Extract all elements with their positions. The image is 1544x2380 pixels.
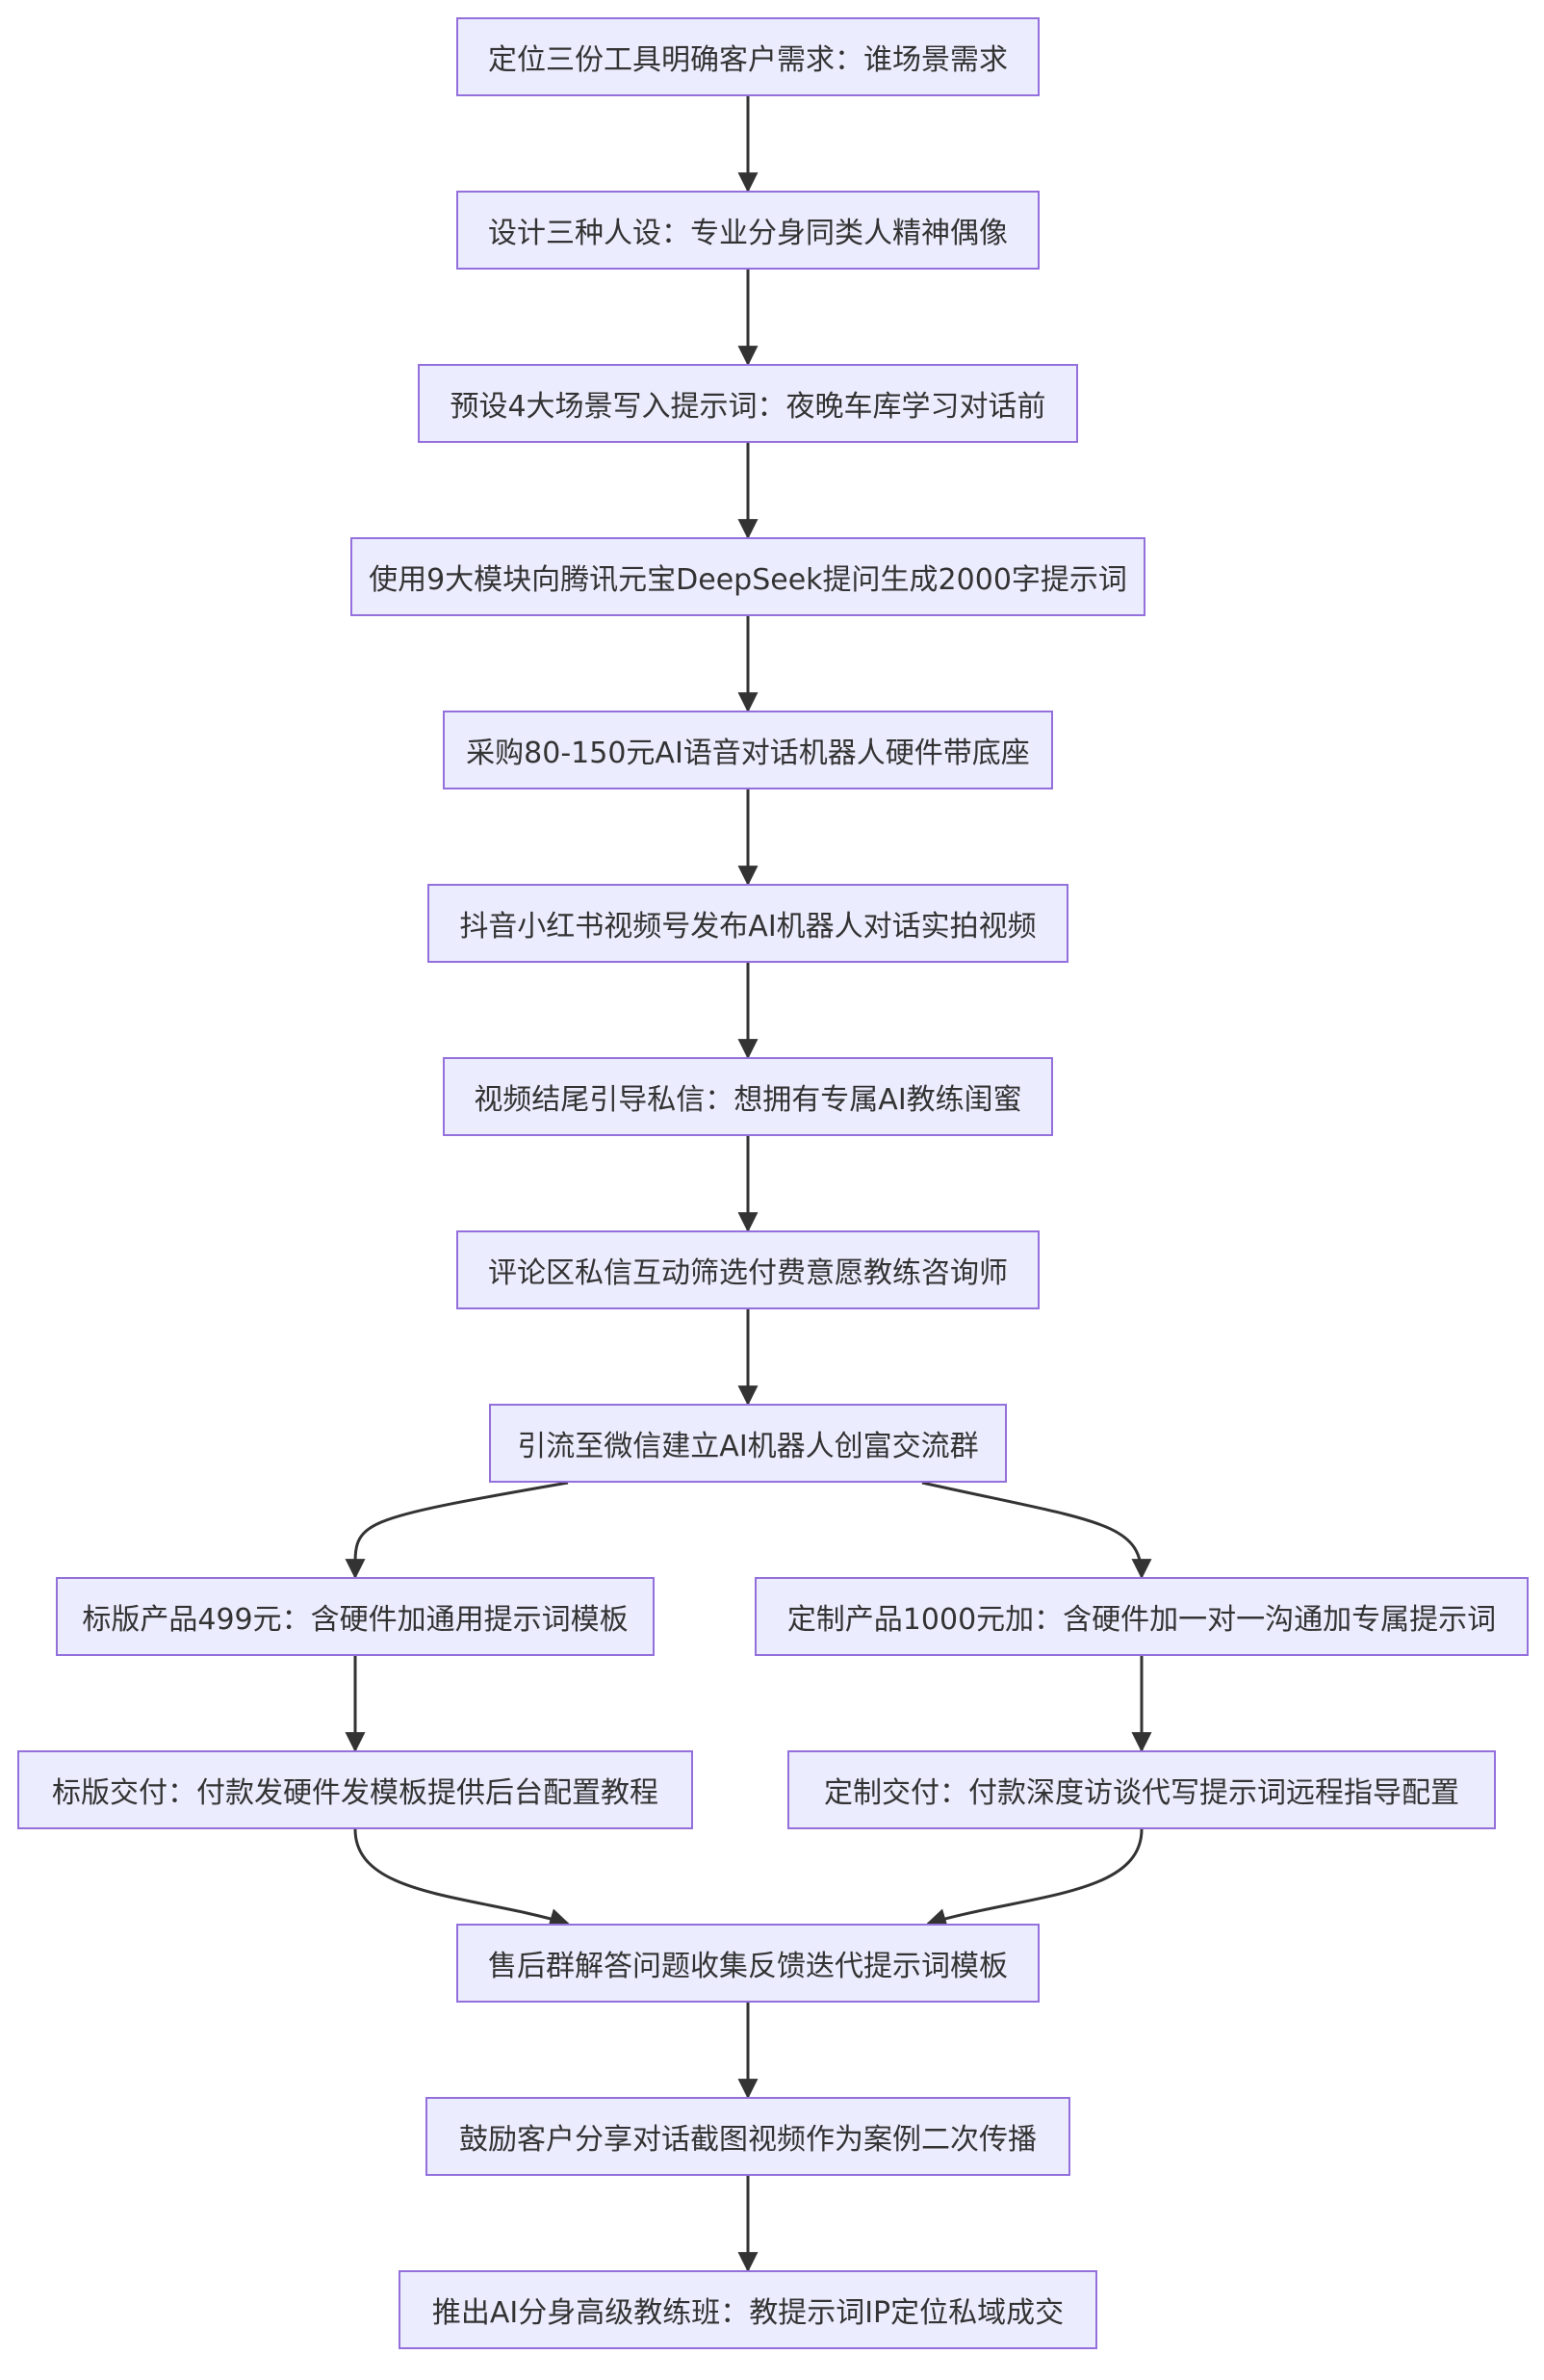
flow-arrow-n9-to-n11 xyxy=(921,1481,1152,1580)
flow-node-custom-product: 定制产品1000元加：含硬件加一对一沟通加专属提示词 xyxy=(755,1577,1529,1656)
flow-arrow-n9-to-n10 xyxy=(345,1481,569,1580)
node-label: 售后群解答问题收集反馈迭代提示词模板 xyxy=(488,1950,1008,1983)
node-label: 定位三份工具明确客户需求：谁场景需求 xyxy=(488,43,1008,77)
flow-node-design-personas: 设计三种人设：专业分身同类人精神偶像 xyxy=(456,191,1040,270)
flow-node-after-sales: 售后群解答问题收集反馈迭代提示词模板 xyxy=(456,1924,1040,2003)
flow-node-case-sharing: 鼓励客户分享对话截图视频作为案例二次传播 xyxy=(425,2097,1070,2176)
node-label: 使用9大模块向腾讯元宝DeepSeek提问生成2000字提示词 xyxy=(369,563,1127,597)
node-label: 预设4大场景写入提示词：夜晚车库学习对话前 xyxy=(450,390,1046,424)
node-label: 视频结尾引导私信：想拥有专属AI教练闺蜜 xyxy=(474,1083,1022,1117)
flow-node-purchase-hardware: 采购80-150元AI语音对话机器人硬件带底座 xyxy=(443,711,1053,789)
flow-node-define-customer-needs: 定位三份工具明确客户需求：谁场景需求 xyxy=(456,17,1040,96)
flow-node-publish-videos: 抖音小红书视频号发布AI机器人对话实拍视频 xyxy=(427,884,1068,963)
node-label: 鼓励客户分享对话截图视频作为案例二次传播 xyxy=(459,2123,1037,2157)
node-label: 抖音小红书视频号发布AI机器人对话实拍视频 xyxy=(459,910,1037,944)
flow-node-wechat-group: 引流至微信建立AI机器人创富交流群 xyxy=(489,1404,1007,1483)
node-label: 采购80-150元AI语音对话机器人硬件带底座 xyxy=(466,737,1030,770)
flow-node-advanced-coaching: 推出AI分身高级教练班：教提示词IP定位私域成交 xyxy=(399,2270,1097,2349)
flow-node-standard-product: 标版产品499元：含硬件加通用提示词模板 xyxy=(56,1577,655,1656)
flow-arrow-n13-to-n14 xyxy=(925,1828,1144,1928)
node-label: 标版交付：付款发硬件发模板提供后台配置教程 xyxy=(52,1776,658,1810)
flow-node-generate-prompt: 使用9大模块向腾讯元宝DeepSeek提问生成2000字提示词 xyxy=(350,537,1145,616)
flow-arrow-n12-to-n14 xyxy=(353,1828,571,1928)
node-label: 定制产品1000元加：含硬件加一对一沟通加专属提示词 xyxy=(786,1603,1497,1637)
flow-node-custom-delivery: 定制交付：付款深度访谈代写提示词远程指导配置 xyxy=(787,1750,1496,1829)
node-label: 定制交付：付款深度访谈代写提示词远程指导配置 xyxy=(824,1776,1459,1810)
node-label: 设计三种人设：专业分身同类人精神偶像 xyxy=(488,217,1008,250)
flow-node-screen-leads: 评论区私信互动筛选付费意愿教练咨询师 xyxy=(456,1230,1040,1309)
node-label: 标版产品499元：含硬件加通用提示词模板 xyxy=(82,1603,629,1637)
flow-node-guide-private-message: 视频结尾引导私信：想拥有专属AI教练闺蜜 xyxy=(443,1057,1053,1136)
node-label: 引流至微信建立AI机器人创富交流群 xyxy=(517,1430,979,1463)
flow-node-preset-scenarios: 预设4大场景写入提示词：夜晚车库学习对话前 xyxy=(418,364,1078,443)
flow-node-standard-delivery: 标版交付：付款发硬件发模板提供后台配置教程 xyxy=(17,1750,693,1829)
node-label: 评论区私信互动筛选付费意愿教练咨询师 xyxy=(488,1256,1008,1290)
node-label: 推出AI分身高级教练班：教提示词IP定位私域成交 xyxy=(431,2296,1065,2330)
